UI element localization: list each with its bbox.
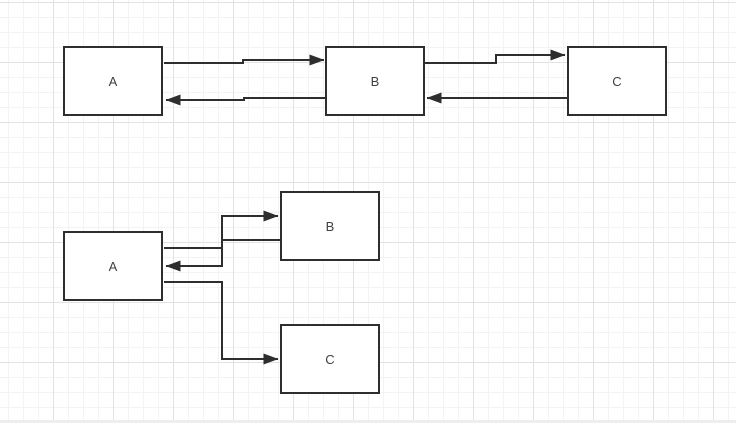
node-bottom-c[interactable]: C bbox=[280, 324, 380, 394]
node-label: A bbox=[108, 73, 118, 89]
node-label: A bbox=[108, 258, 118, 274]
node-label: C bbox=[325, 351, 335, 367]
node-label: C bbox=[612, 73, 622, 89]
node-top-b[interactable]: B bbox=[325, 46, 425, 116]
canvas-bottom-edge bbox=[0, 420, 736, 423]
node-bottom-a[interactable]: A bbox=[63, 231, 163, 301]
connector-top-a-to-b[interactable] bbox=[164, 54, 325, 66]
connector-bottom-a-to-c[interactable] bbox=[164, 281, 279, 365]
node-label: B bbox=[370, 73, 380, 89]
node-top-a[interactable]: A bbox=[63, 46, 163, 116]
connector-bottom-a-to-b[interactable] bbox=[164, 210, 279, 249]
node-bottom-b[interactable]: B bbox=[280, 191, 380, 261]
connector-bottom-b-to-a[interactable] bbox=[165, 239, 280, 272]
connector-top-b-to-c[interactable] bbox=[425, 49, 566, 64]
connector-top-b-to-a[interactable] bbox=[165, 94, 325, 106]
node-top-c[interactable]: C bbox=[567, 46, 667, 116]
node-label: B bbox=[325, 218, 335, 234]
